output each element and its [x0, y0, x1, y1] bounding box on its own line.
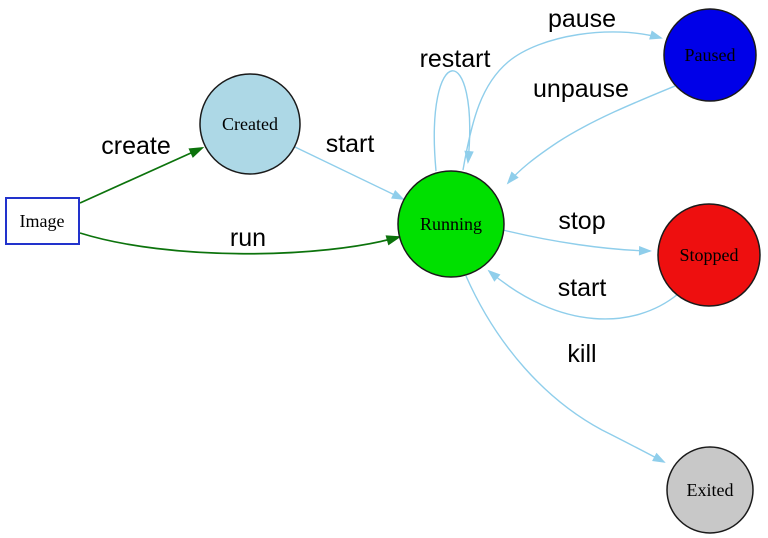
edge-label-kill: kill — [567, 340, 596, 368]
edge-label-create: create — [101, 132, 170, 160]
edge-label-run: run — [230, 224, 266, 252]
edge-create — [79, 146, 205, 204]
edge-label-start-created: start — [326, 130, 375, 158]
node-label-created: Created — [222, 114, 278, 134]
node-image — [5, 197, 80, 245]
node-exited — [666, 446, 754, 534]
node-paused — [663, 8, 757, 102]
node-label-stopped: Stopped — [679, 245, 738, 265]
edge-label-pause: pause — [548, 5, 616, 33]
edge-label-stop: stop — [558, 207, 605, 235]
node-created — [199, 73, 301, 175]
node-running — [397, 170, 505, 278]
node-stopped — [657, 203, 761, 307]
node-label-exited: Exited — [687, 480, 734, 500]
edge-unpause — [506, 85, 676, 185]
edge-kill — [465, 275, 666, 463]
node-label-image: Image — [20, 211, 65, 231]
edge-label-restart: restart — [420, 45, 491, 73]
edge-pause — [462, 30, 663, 171]
edge-start-created-running — [294, 146, 405, 200]
edge-restart-self-loop — [433, 70, 474, 172]
node-label-paused: Paused — [685, 45, 736, 65]
edge-stop — [502, 229, 652, 256]
edge-label-start-stopped: start — [558, 274, 607, 302]
node-label-running: Running — [420, 214, 482, 234]
edge-run — [79, 232, 402, 255]
edge-start-stopped-running — [487, 269, 679, 320]
edge-label-unpause: unpause — [533, 75, 629, 103]
